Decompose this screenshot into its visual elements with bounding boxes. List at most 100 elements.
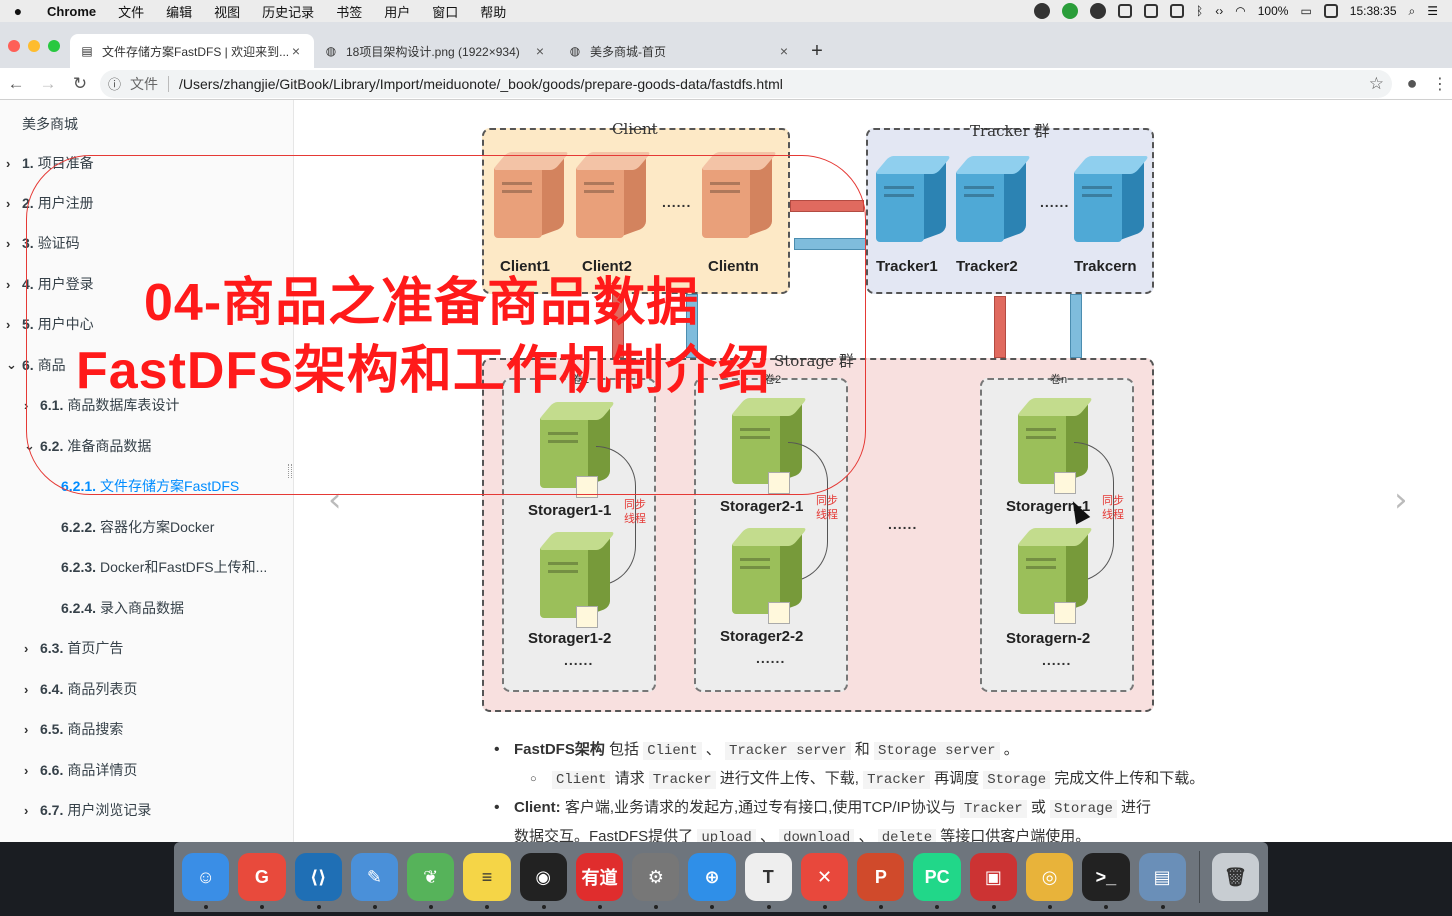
storage-client-arrow	[686, 294, 698, 358]
tray-s-icon[interactable]	[1323, 4, 1338, 18]
notes-icon[interactable]: ≡	[463, 853, 511, 909]
safari-icon[interactable]: ⊕	[688, 853, 736, 909]
tray-update-icon[interactable]	[1062, 3, 1079, 19]
menu-people[interactable]: 用户	[384, 4, 411, 20]
volume-2: 卷2 Storager2-1 同步线程 Storager2-2 ......	[694, 374, 848, 692]
obs-icon[interactable]: ◉	[519, 853, 567, 909]
mindnode-icon[interactable]: ❦	[407, 853, 455, 909]
info-icon[interactable]: ⓘ	[108, 77, 122, 92]
apple-icon[interactable]: ●	[13, 3, 23, 19]
code-icon[interactable]: ‹›	[1215, 4, 1224, 18]
chevron-right-icon[interactable]: ›	[6, 155, 11, 171]
title-overlay-frame	[26, 155, 866, 495]
system-prefs-icon[interactable]: ⚙	[632, 853, 680, 909]
tray-search-icon[interactable]	[1144, 4, 1159, 18]
chevron-right-icon[interactable]: ›	[6, 235, 11, 251]
terminal-icon[interactable]: >_	[1082, 853, 1130, 909]
chevron-right-icon[interactable]: ›	[6, 316, 11, 332]
gitmind-icon[interactable]: G	[238, 853, 286, 909]
client-storage-arrow	[612, 294, 624, 358]
vscode-icon[interactable]: ⟨⟩	[294, 853, 342, 909]
menu-bar: ● Chrome 文件 编辑 视图 历史记录 书签 用户 窗口 帮助 ᛒ ‹› …	[0, 0, 1452, 22]
sidebar-item-6-2-2[interactable]: 6.2.2.容器化方案Docker	[61, 519, 215, 535]
sidebar-item-6-3[interactable]: ›6.3.首页广告	[24, 640, 124, 656]
chevron-right-icon[interactable]: ›	[24, 721, 29, 737]
menu-view[interactable]: 视图	[214, 4, 241, 20]
chevron-right-icon[interactable]: ›	[24, 681, 29, 697]
tab-architecture-png[interactable]: ◍ 18项目架构设计.png (1922×934) ×	[314, 34, 558, 68]
tray-grid-icon[interactable]	[1170, 4, 1185, 18]
profile-avatar-icon[interactable]: ●	[1406, 73, 1418, 93]
sidebar-resize-handle[interactable]	[288, 464, 292, 478]
tab-title: 文件存储方案FastDFS | 欢迎来到...	[102, 44, 288, 59]
menu-window[interactable]: 窗口	[432, 4, 459, 20]
chevron-right-icon[interactable]: ›	[6, 276, 11, 292]
menu-help[interactable]: 帮助	[480, 4, 507, 20]
book-title[interactable]: 美多商城	[22, 116, 78, 132]
list-item: Client 请求 Tracker 进行文件上传、下载, Tracker 再调度…	[494, 765, 1254, 794]
powerpoint-icon[interactable]: P	[857, 853, 905, 909]
chrome-icon[interactable]: ◎	[1025, 853, 1074, 909]
sidebar-item-5[interactable]: ›5.用户中心	[6, 316, 94, 332]
close-window-button[interactable]	[8, 40, 20, 52]
menu-file[interactable]: 文件	[118, 4, 145, 20]
sidebar-item-6-4[interactable]: ›6.4.商品列表页	[24, 681, 138, 697]
forward-icon[interactable]: →	[39, 73, 57, 93]
sidebar-item-6-7[interactable]: ›6.7.用户浏览记录	[24, 802, 152, 818]
parallels-icon[interactable]: ▣	[969, 853, 1017, 909]
reload-icon[interactable]: ↻	[72, 73, 88, 93]
bluetooth-icon[interactable]: ᛒ	[1196, 4, 1204, 18]
spotlight-search-icon[interactable]: ⌕	[1408, 3, 1416, 18]
sidebar-item-6-1[interactable]: ›6.1.商品数据库表设计	[24, 397, 180, 413]
sidebar-item-6-2-3[interactable]: 6.2.3.Docker和FastDFS上传和...	[61, 559, 268, 575]
chevron-right-icon[interactable]: ›	[24, 802, 29, 818]
pencil-app-icon[interactable]: ✎	[350, 853, 399, 909]
trash-icon[interactable]: 🗑	[1211, 853, 1260, 901]
preview-icon[interactable]: ▤	[1138, 853, 1186, 909]
tab-fastdfs[interactable]: ▤ 文件存储方案FastDFS | 欢迎来到... ×	[70, 34, 314, 68]
tray-record-icon[interactable]	[1090, 3, 1107, 19]
back-icon[interactable]: ←	[7, 73, 25, 93]
close-tab-icon[interactable]: ×	[779, 43, 789, 59]
close-tab-icon[interactable]: ×	[291, 43, 301, 59]
next-page-icon[interactable]: ›	[1394, 480, 1408, 520]
chevron-right-icon[interactable]: ›	[24, 640, 29, 656]
chevron-right-icon[interactable]: ›	[24, 762, 29, 778]
sidebar-item-6-5[interactable]: ›6.5.商品搜索	[24, 721, 124, 737]
tray-window-icon[interactable]	[1118, 4, 1133, 18]
menu-edit[interactable]: 编辑	[166, 4, 193, 20]
ellipsis: ......	[888, 516, 918, 532]
maximize-window-button[interactable]	[48, 40, 60, 52]
sidebar-item-4[interactable]: ›4.用户登录	[6, 276, 94, 292]
prev-page-icon[interactable]: ‹	[328, 480, 342, 520]
tray-app-icon[interactable]	[1034, 3, 1051, 19]
xmind-icon[interactable]: ✕	[800, 853, 849, 909]
bookmark-star-icon[interactable]: ☆	[1368, 73, 1384, 93]
finder-icon[interactable]: ☺	[182, 853, 230, 909]
wifi-icon[interactable]: ◠	[1235, 4, 1246, 18]
chrome-menu-icon[interactable]: ⋮	[1432, 75, 1448, 93]
menu-app-name[interactable]: Chrome	[47, 3, 97, 19]
menu-bookmarks[interactable]: 书签	[336, 4, 363, 20]
chevron-down-icon[interactable]: ⌄	[6, 357, 17, 372]
youdao-icon[interactable]: 有道	[575, 853, 624, 909]
url-text[interactable]: /Users/zhangjie/GitBook/Library/Import/m…	[179, 75, 783, 92]
notification-center-icon[interactable]: ☰	[1427, 4, 1438, 18]
menu-history[interactable]: 历史记录	[262, 4, 315, 20]
sidebar-item-6[interactable]: ⌄6.商品	[6, 357, 66, 373]
sync-thread-label: 同步线程	[816, 495, 838, 521]
pycharm-icon[interactable]: PC	[913, 853, 961, 909]
battery-icon[interactable]: ▭	[1300, 4, 1312, 18]
new-tab-button[interactable]: +	[811, 39, 823, 62]
close-tab-icon[interactable]: ×	[535, 43, 545, 59]
tab-meiduo-home[interactable]: ◍ 美多商城-首页 ×	[558, 34, 802, 68]
minimize-window-button[interactable]	[28, 40, 40, 52]
typora-icon[interactable]: T	[744, 853, 792, 909]
sidebar-item-6-2-4[interactable]: 6.2.4.录入商品数据	[61, 600, 185, 616]
sidebar-item-3[interactable]: ›3.验证码	[6, 235, 80, 251]
clock[interactable]: 15:38:35	[1349, 4, 1397, 18]
chevron-right-icon[interactable]: ›	[6, 195, 11, 211]
address-bar[interactable]: ⓘ 文件 /Users/zhangjie/GitBook/Library/Imp…	[100, 69, 1392, 98]
sidebar-item-6-6[interactable]: ›6.6.商品详情页	[24, 762, 138, 778]
